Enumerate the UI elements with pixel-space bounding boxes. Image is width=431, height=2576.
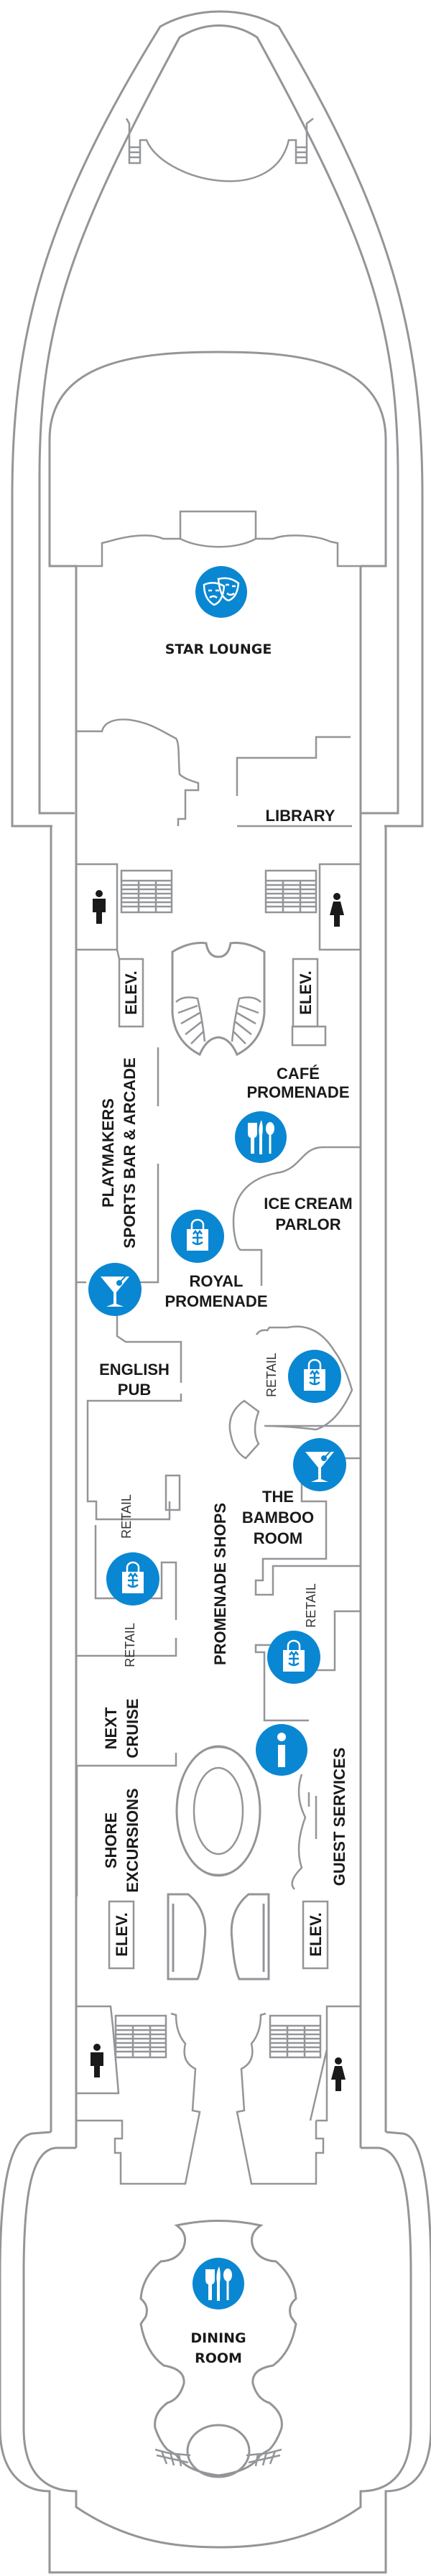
elevator-label: ELEV. <box>297 970 315 1015</box>
elevator-label: ELEV. <box>113 1912 131 1957</box>
royal-promenade-label: PROMENADE <box>164 1292 267 1310</box>
aft-lobby <box>75 1745 361 2185</box>
ice-cream-parlor-label: PARLOR <box>275 1215 340 1233</box>
hull-outline <box>0 10 431 2574</box>
info-icon <box>256 1724 307 1776</box>
dining-icon <box>234 1111 287 1164</box>
retail-label: RETAIL <box>123 1623 137 1667</box>
shore-excursions-label: SHORE <box>102 1812 120 1868</box>
bamboo-room-label: THE <box>262 1488 294 1506</box>
library-label: LIBRARY <box>266 807 335 825</box>
retail-label: RETAIL <box>264 1353 279 1397</box>
retail-label: RETAIL <box>304 1583 318 1628</box>
dining-room-area <box>139 2220 297 2478</box>
royal-promenade-label: ROYAL <box>190 1272 244 1290</box>
cocktail-icon <box>88 1262 142 1317</box>
playmakers-label: SPORTS BAR & ARCADE <box>121 1057 139 1248</box>
bamboo-room-label: BAMBOO <box>242 1509 314 1526</box>
dining-icon <box>192 2257 245 2310</box>
theater-masks-icon <box>195 566 247 618</box>
playmakers-label: PLAYMAKERS <box>99 1098 117 1208</box>
shopping-bag-icon <box>105 1551 161 1607</box>
cafe-promenade-label: CAFÉ <box>277 1065 320 1083</box>
english-pub-label: PUB <box>118 1381 151 1399</box>
shopping-bag-icon <box>287 1348 343 1404</box>
star-lounge-label: STAR LOUNGE <box>165 641 272 657</box>
shopping-bag-icon <box>266 1629 322 1685</box>
next-cruise-label: NEXT <box>102 1707 120 1749</box>
mens-restroom-icon <box>93 890 106 924</box>
dining-room-label: DINING <box>190 2330 246 2346</box>
bamboo-room-label: ROOM <box>254 1529 302 1547</box>
mens-restroom-icon <box>91 2044 103 2077</box>
elevator-label: ELEV. <box>122 970 140 1015</box>
cafe-promenade-label: PROMENADE <box>246 1083 349 1101</box>
womens-restroom-icon <box>331 2057 346 2091</box>
forward-lobby <box>77 863 361 1057</box>
shore-excursions-label: EXCURSIONS <box>124 1788 142 1892</box>
guest-services-label: GUEST SERVICES <box>330 1748 348 1886</box>
star-lounge-area <box>48 351 387 828</box>
cocktail-icon <box>292 1437 347 1492</box>
ice-cream-parlor-label: ICE CREAM <box>264 1195 352 1213</box>
bow-anchor-area <box>125 118 314 182</box>
next-cruise-label: CRUISE <box>124 1698 142 1758</box>
dining-room-label: ROOM <box>195 2350 242 2366</box>
shopping-bag-icon <box>170 1208 226 1264</box>
womens-restroom-icon <box>330 893 344 927</box>
elevator-label: ELEV. <box>307 1912 325 1957</box>
english-pub-label: ENGLISH <box>99 1361 170 1379</box>
promenade-shops-label: PROMENADE SHOPS <box>211 1503 229 1665</box>
retail-label: RETAIL <box>119 1494 134 1539</box>
